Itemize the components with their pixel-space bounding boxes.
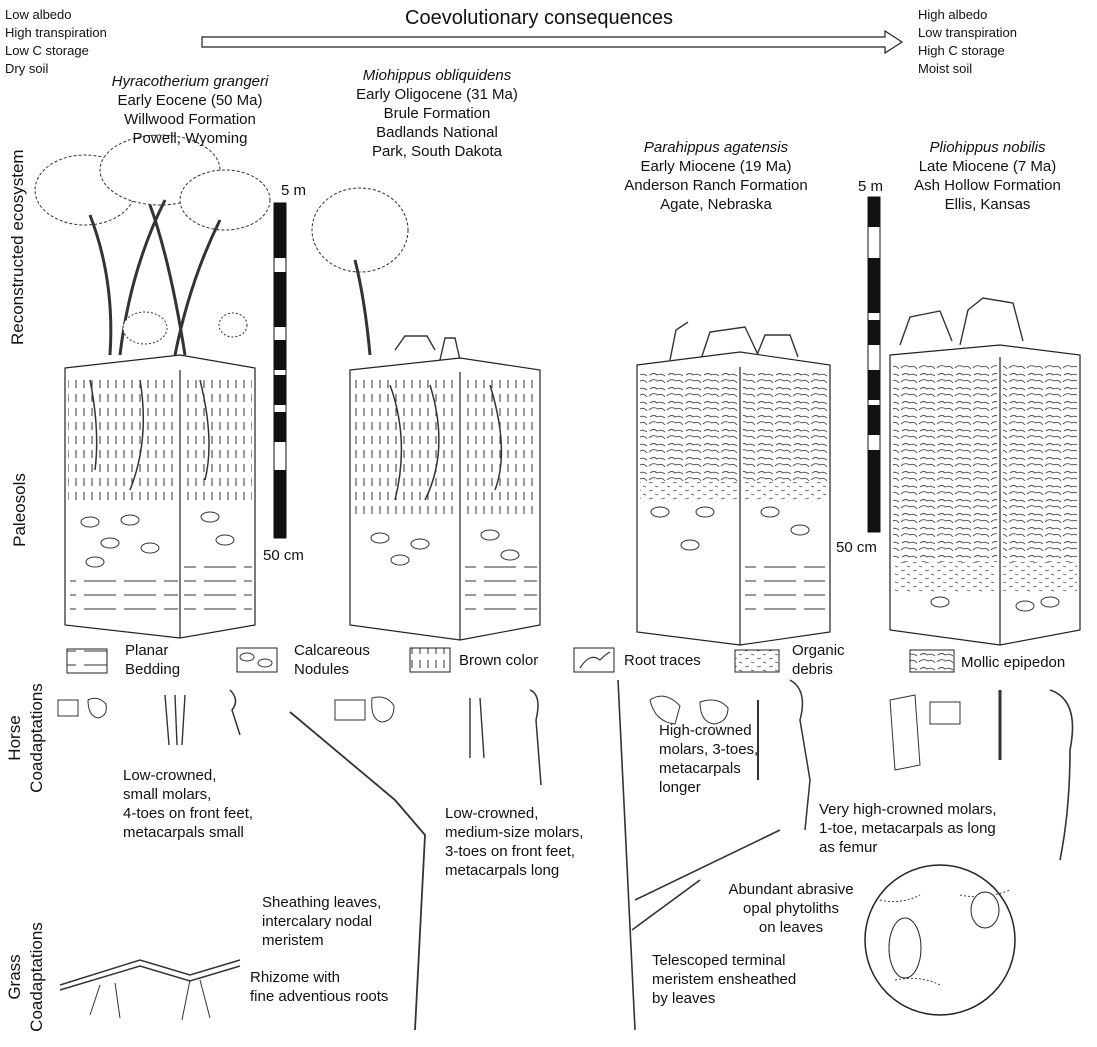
- species-line: Anderson Ranch Formation: [596, 176, 836, 195]
- species-line: Badlands National: [322, 123, 552, 142]
- species-oligocene: Miohippus obliquidens Early Oligocene (3…: [322, 66, 552, 161]
- species-line: Agate, Nebraska: [596, 195, 836, 214]
- early-miocene-paleosol-column: [637, 352, 830, 645]
- horse-text-line: Very high-crowned molars,: [819, 800, 997, 819]
- grass-text-line: Sheathing leaves,: [262, 893, 381, 912]
- species-line: Brule Formation: [322, 104, 552, 123]
- legend-mollic-epipedon: Mollic epipedon: [961, 653, 1065, 672]
- species-name: Miohippus obliquidens: [322, 66, 552, 85]
- scale-bar-2-top-label: 5 m: [858, 177, 883, 196]
- row-label-horse-1: Horse: [4, 678, 26, 798]
- legend-root-traces: Root traces: [624, 651, 701, 670]
- grass-text-sheathing: Sheathing leaves, intercalary nodal meri…: [262, 893, 381, 950]
- horse-text-line: longer: [659, 778, 758, 797]
- row-label-grass-1: Grass: [4, 917, 26, 1037]
- grass-text-telescoped: Telescoped terminal meristem ensheathed …: [652, 951, 796, 1008]
- species-line: Early Eocene (50 Ma): [90, 91, 290, 110]
- right-attr-3: High C storage: [918, 42, 1017, 60]
- horse-text-line: High-crowned: [659, 721, 758, 740]
- oligocene-paleosol-column: [350, 358, 540, 640]
- scale-bar-1-bottom-label: 50 cm: [263, 546, 304, 565]
- legend-planar-bedding: Planar Bedding: [125, 641, 180, 679]
- species-name: Hyracotherium grangeri: [90, 72, 290, 91]
- grass-text-line: Abundant abrasive: [706, 880, 876, 899]
- legend-label-line: Calcareous: [294, 641, 370, 660]
- horse-text-line: medium-size molars,: [445, 823, 583, 842]
- species-line: Willwood Formation: [90, 110, 290, 129]
- legend-calcareous-nodules: Calcareous Nodules: [294, 641, 370, 679]
- left-attr-1: Low albedo: [5, 6, 107, 24]
- species-line: Powell, Wyoming: [90, 129, 290, 148]
- grass-text-rhizome: Rhizome with fine adventious roots: [250, 968, 388, 1006]
- coevolution-arrow: [202, 31, 902, 53]
- horse-text-line: as femur: [819, 838, 997, 857]
- eocene-trees: [35, 135, 270, 355]
- grass-text-line: on leaves: [706, 918, 876, 937]
- legend-label-line: Organic: [792, 641, 845, 660]
- scale-bar-1: [274, 203, 286, 538]
- left-attr-3: Low C storage: [5, 42, 107, 60]
- horse-text-eocene: Low-crowned, small molars, 4-toes on fro…: [123, 766, 253, 842]
- legend-organic-debris: Organic debris: [792, 641, 845, 679]
- species-line: Ash Hollow Formation: [890, 176, 1085, 195]
- left-attributes: Low albedo High transpiration Low C stor…: [5, 6, 107, 78]
- late-miocene-horses: [900, 298, 1023, 345]
- species-line: Park, South Dakota: [322, 142, 552, 161]
- species-line: Ellis, Kansas: [890, 195, 1085, 214]
- grass-text-line: Telescoped terminal: [652, 951, 796, 970]
- grass-text-phytoliths: Abundant abrasive opal phytoliths on lea…: [706, 880, 876, 937]
- horse-text-line: molars, 3-toes,: [659, 740, 758, 759]
- scale-bar-1-top-label: 5 m: [281, 181, 306, 200]
- species-early-miocene: Parahippus agatensis Early Miocene (19 M…: [596, 138, 836, 214]
- legend-label-line: Bedding: [125, 660, 180, 679]
- arrow-title: Coevolutionary consequences: [405, 6, 673, 30]
- horse-text-early-miocene: High-crowned molars, 3-toes, metacarpals…: [659, 721, 758, 797]
- grass-text-line: opal phytoliths: [706, 899, 876, 918]
- legend-brown-color: Brown color: [459, 651, 538, 670]
- grass-text-line: meristem ensheathed: [652, 970, 796, 989]
- grass-text-line: by leaves: [652, 989, 796, 1008]
- row-label-ecosystem: Reconstructed ecosystem: [8, 185, 28, 345]
- row-label-paleosols: Paleosols: [10, 465, 30, 555]
- horse-text-line: 4-toes on front feet,: [123, 804, 253, 823]
- oligocene-tree: [312, 188, 460, 360]
- horse-text-line: small molars,: [123, 785, 253, 804]
- species-line: Early Miocene (19 Ma): [596, 157, 836, 176]
- horse-text-line: Low-crowned,: [123, 766, 253, 785]
- legend-label-line: Planar: [125, 641, 180, 660]
- horse-text-line: metacarpals: [659, 759, 758, 778]
- late-miocene-paleosol-column: [890, 345, 1080, 645]
- legend-label-line: Nodules: [294, 660, 370, 679]
- left-attr-2: High transpiration: [5, 24, 107, 42]
- species-name: Pliohippus nobilis: [890, 138, 1085, 157]
- species-late-miocene: Pliohippus nobilis Late Miocene (7 Ma) A…: [890, 138, 1085, 214]
- species-line: Early Oligocene (31 Ma): [322, 85, 552, 104]
- species-name: Parahippus agatensis: [596, 138, 836, 157]
- horse-text-oligocene: Low-crowned, medium-size molars, 3-toes …: [445, 804, 583, 880]
- scale-bar-2: [868, 197, 880, 532]
- right-attr-1: High albedo: [918, 6, 1017, 24]
- species-eocene: Hyracotherium grangeri Early Eocene (50 …: [90, 72, 290, 148]
- right-attr-4: Moist soil: [918, 60, 1017, 78]
- right-attributes: High albedo Low transpiration High C sto…: [918, 6, 1017, 78]
- species-line: Late Miocene (7 Ma): [890, 157, 1085, 176]
- eocene-paleosol-column: [65, 355, 255, 638]
- grass-text-line: fine adventious roots: [250, 987, 388, 1006]
- row-label-horse-2: Coadaptations: [26, 678, 48, 798]
- row-label-grass: Grass Coadaptations: [4, 917, 48, 1037]
- row-label-horse: Horse Coadaptations: [4, 678, 48, 798]
- horse-text-line: 3-toes on front feet,: [445, 842, 583, 861]
- right-attr-2: Low transpiration: [918, 24, 1017, 42]
- grass-text-line: meristem: [262, 931, 381, 950]
- horse-text-line: 1-toe, metacarpals as long: [819, 819, 997, 838]
- scale-bar-2-bottom-label: 50 cm: [836, 538, 877, 557]
- legend-label-line: debris: [792, 660, 845, 679]
- grass-text-line: Rhizome with: [250, 968, 388, 987]
- row-label-grass-2: Coadaptations: [26, 917, 48, 1037]
- horse-text-late-miocene: Very high-crowned molars, 1-toe, metacar…: [819, 800, 997, 857]
- horse-text-line: metacarpals small: [123, 823, 253, 842]
- horse-text-line: metacarpals long: [445, 861, 583, 880]
- grass-text-line: intercalary nodal: [262, 912, 381, 931]
- horse-text-line: Low-crowned,: [445, 804, 583, 823]
